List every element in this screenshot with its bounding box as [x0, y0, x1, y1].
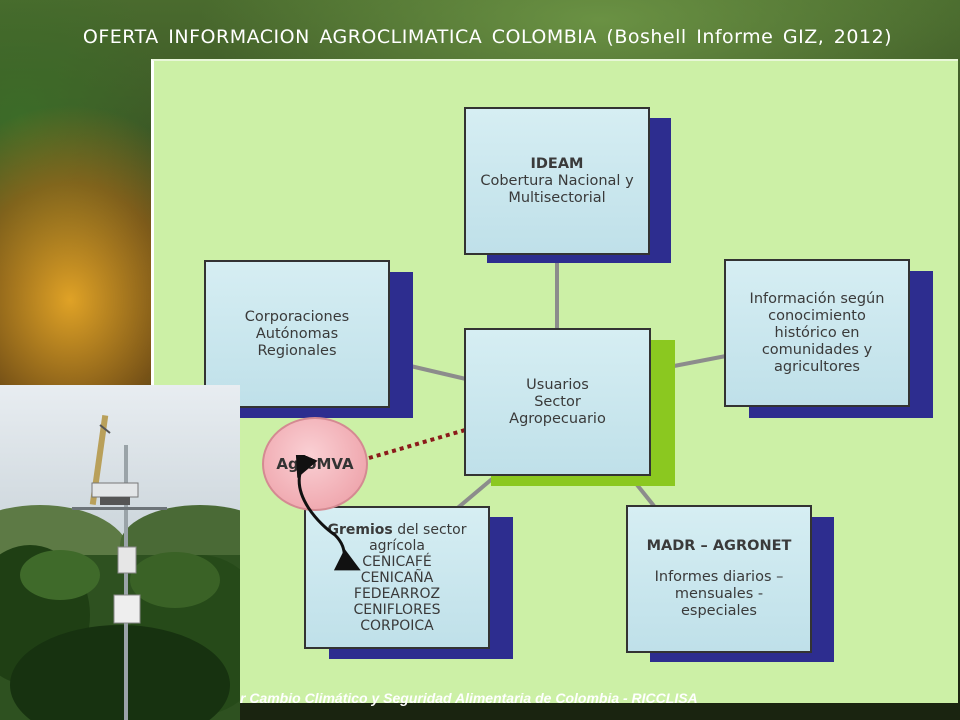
- ideam-line1: Cobertura Nacional y: [480, 172, 634, 189]
- madr-heading: MADR – AGRONET: [646, 538, 792, 554]
- center-box: Usuarios Sector Agropecuario: [464, 328, 651, 476]
- gremios-heading-rest: del sector: [392, 521, 467, 538]
- footer-text: r Cambio Climático y Seguridad Alimentar…: [240, 690, 698, 706]
- connector-info: [673, 354, 727, 368]
- gremios-item-corpoica: CORPOICA: [360, 617, 434, 634]
- info-line5: agricultores: [774, 358, 860, 375]
- gremios-item-cenicana: CENICAÑA: [360, 569, 434, 586]
- diagram-panel: IDEAM Cobertura Nacional y Multisectoria…: [151, 59, 958, 703]
- car-line1: Corporaciones: [244, 308, 350, 325]
- ideam-box: IDEAM Cobertura Nacional y Multisectoria…: [464, 107, 650, 255]
- info-line2: conocimiento: [768, 307, 866, 324]
- gremios-item-cenicafe: CENICAFÉ: [362, 553, 432, 570]
- center-line3: Agropecuario: [509, 410, 606, 427]
- gremios-line1: agrícola: [369, 537, 425, 554]
- info-line1: Información según: [749, 290, 885, 307]
- center-line1: Usuarios: [526, 376, 589, 393]
- connector-gremios: [452, 477, 494, 513]
- ideam-heading: IDEAM: [530, 155, 584, 172]
- weather-station-photo: [0, 385, 240, 720]
- page-title: OFERTA INFORMACION AGROCLIMATICA COLOMBI…: [82, 26, 893, 48]
- madr-line1: Informes diarios –: [654, 569, 784, 585]
- weather-station-illustration: [0, 385, 240, 720]
- info-line4: comunidades y: [761, 341, 873, 358]
- dotted-link-agromva: [368, 426, 473, 460]
- gremios-item-fedearroz: FEDEARROZ: [353, 585, 441, 602]
- madr-line2: mensuales -: [674, 586, 764, 602]
- car-box: Corporaciones Autónomas Regionales: [204, 260, 390, 408]
- agromva-arrow: [295, 455, 361, 571]
- center-line2: Sector: [534, 393, 581, 410]
- info-line3: histórico en: [774, 324, 860, 341]
- madr-box: MADR – AGRONET Informes diarios – mensua…: [626, 505, 812, 653]
- car-line3: Regionales: [257, 342, 337, 359]
- madr-line3: especiales: [681, 603, 757, 619]
- gremios-item-ceniflores: CENIFLORES: [353, 601, 441, 618]
- ideam-line2: Multisectorial: [508, 189, 606, 206]
- info-box: Información según conocimiento histórico…: [724, 259, 910, 407]
- car-line2: Autónomas: [255, 325, 339, 342]
